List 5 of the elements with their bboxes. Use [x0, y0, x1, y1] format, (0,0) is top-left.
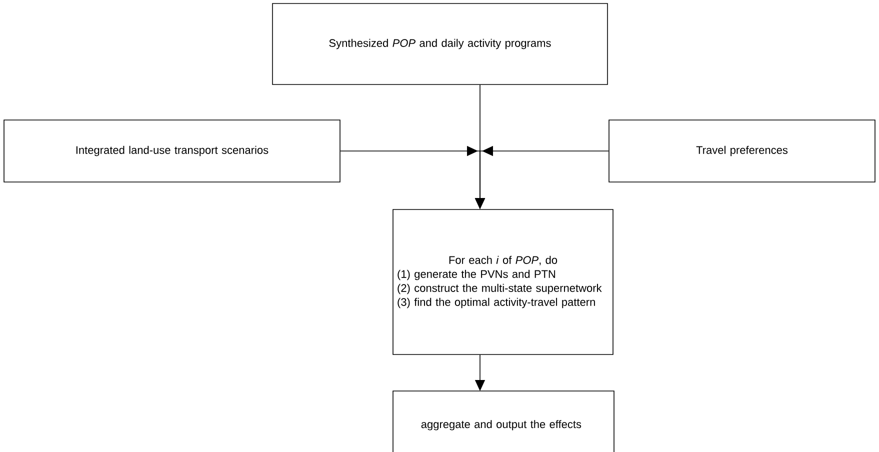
- process-box: For each i of POP, do (1) generate the PVNs and PTN (2) construct the multi-state supernetwork (3) find the optimal activity-travel pattern: [392, 209, 614, 355]
- process-box: Synthesized POP and daily activity programs: [272, 3, 608, 85]
- process-box: aggregate and output the effects: [392, 390, 614, 452]
- process-box: Integrated land-use transport scenarios: [4, 120, 340, 182]
- process-box: Travel preferences: [608, 120, 876, 182]
